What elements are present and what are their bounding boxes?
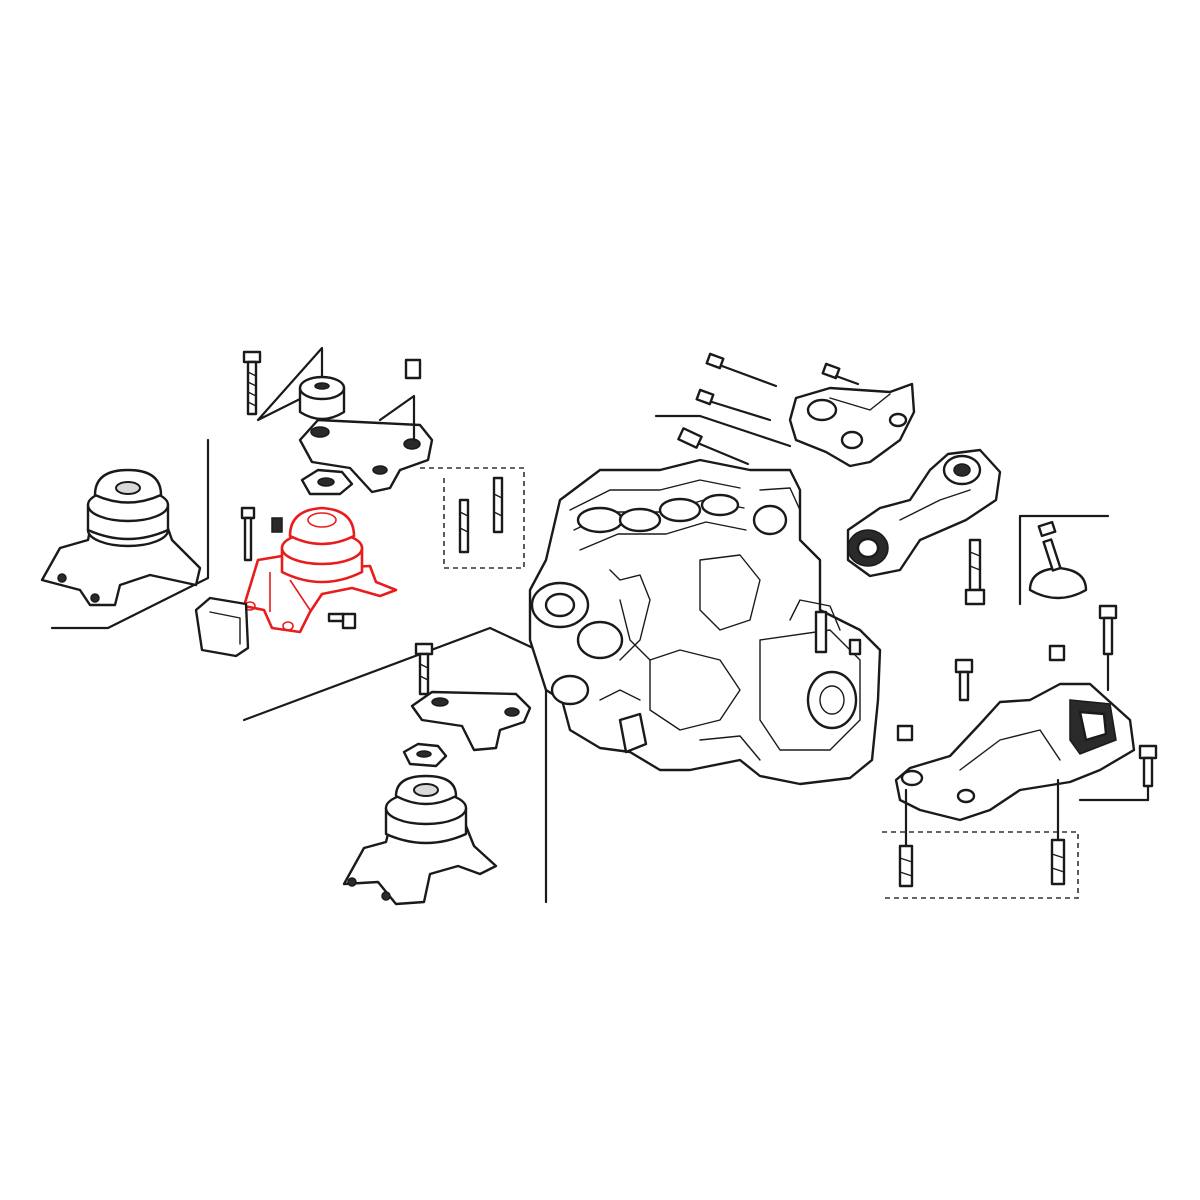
lower-mount-assembly bbox=[242, 626, 548, 906]
screw-inset bbox=[1018, 514, 1110, 606]
upper-mount-bracket-group bbox=[242, 346, 525, 569]
rubber-stopper-icon bbox=[194, 596, 250, 658]
nut-icon bbox=[404, 358, 422, 380]
stud-bolt-icon bbox=[458, 476, 504, 554]
front-engine-mount-highlighted[interactable] bbox=[242, 506, 398, 634]
left-engine-mount-assembly bbox=[40, 438, 210, 630]
engine-transmission-icon bbox=[528, 458, 882, 786]
bushing-icon bbox=[298, 375, 346, 421]
upper-transmission-bracket-group bbox=[654, 352, 916, 468]
stud-bolt-icon bbox=[677, 427, 750, 466]
transmission-mount-assembly bbox=[882, 604, 1158, 899]
torque-rod-mount bbox=[846, 448, 1002, 606]
mount-bolts-small bbox=[240, 506, 357, 630]
bolt-icon bbox=[242, 350, 262, 416]
